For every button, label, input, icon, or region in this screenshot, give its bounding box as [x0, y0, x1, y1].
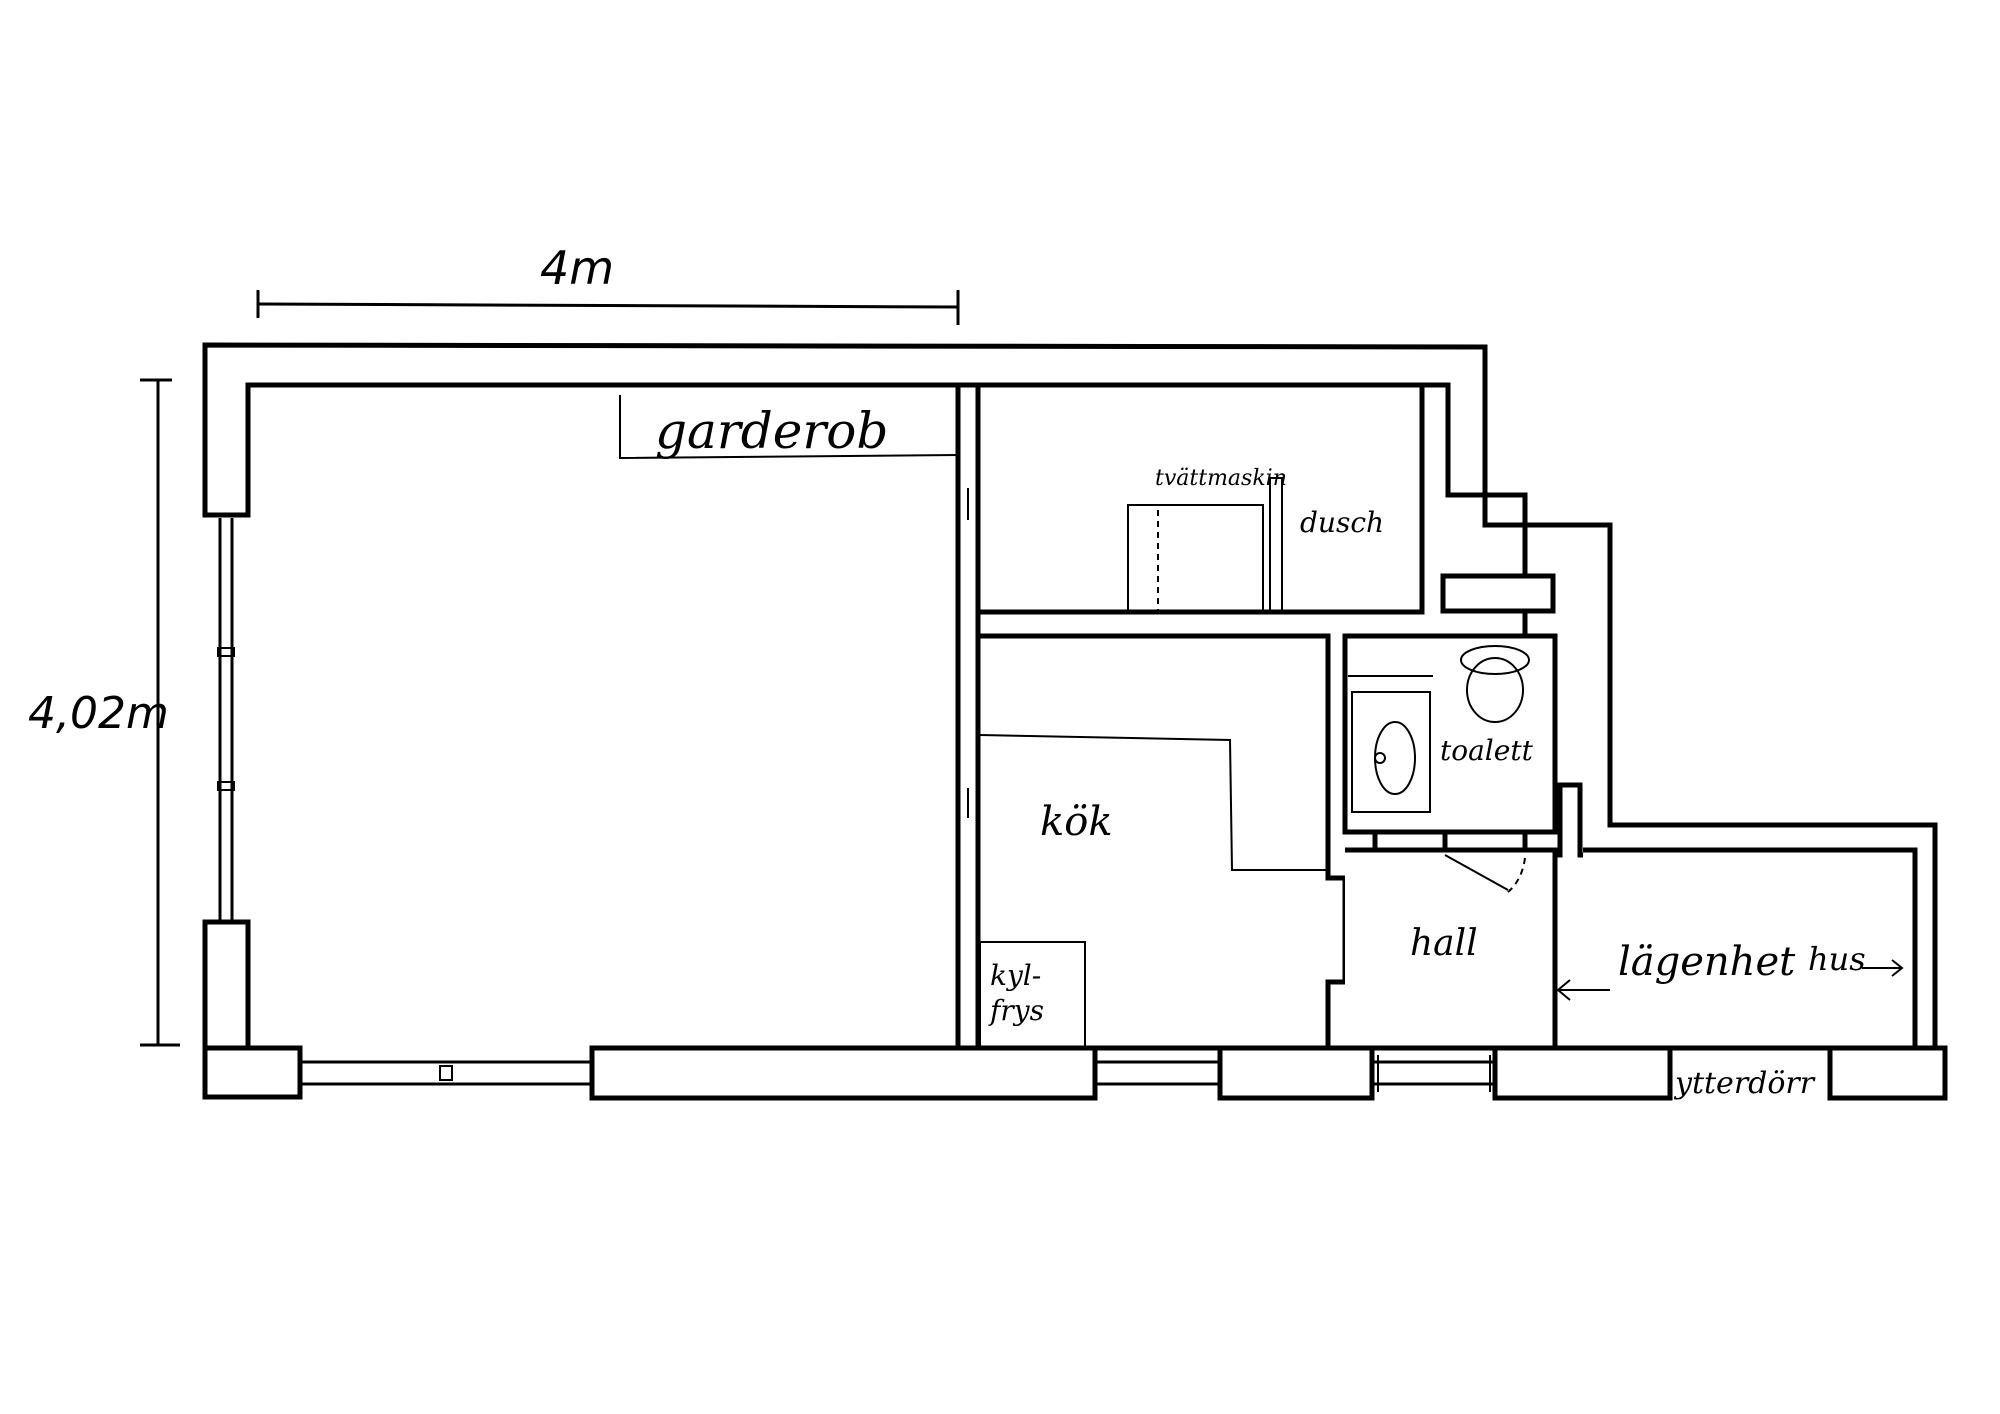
toilet-bowl	[1460, 645, 1530, 723]
washing-machine	[1127, 504, 1264, 613]
shower-label: dusch	[1300, 506, 1384, 539]
washing-machine-label: tvättmaskin	[1155, 466, 1287, 491]
apartment-arrow-icon	[1556, 979, 1610, 1001]
apartment-label: lägenhet	[1618, 939, 1796, 985]
house-label: hus	[1808, 940, 1866, 978]
toilet-label: toalett	[1440, 734, 1534, 767]
doors	[967, 488, 1526, 893]
fridge-label-line1: kyl-	[990, 959, 1041, 992]
sink	[1351, 691, 1431, 813]
bottom-windows	[300, 1055, 1495, 1092]
shower-wall	[1269, 477, 1283, 613]
wardrobe-label: garderob	[655, 402, 888, 460]
height-dimension	[140, 378, 180, 1047]
height-label: 4,02m	[28, 688, 169, 739]
outer-walls	[202, 342, 1948, 1101]
fridge-label-line2: frys	[988, 994, 1044, 1027]
fridge-outline	[979, 941, 1086, 1049]
width-label: 4m	[540, 241, 614, 295]
left-window	[217, 518, 235, 922]
kitchen-label: kök	[1040, 799, 1113, 845]
wardrobe-outline	[619, 395, 959, 460]
hall-label: hall	[1410, 923, 1478, 964]
house-arrow-icon	[1862, 959, 1904, 977]
front-door-label: ytterdörr	[1673, 1066, 1816, 1101]
width-dimension	[256, 290, 960, 325]
kitchen-counter	[979, 734, 1328, 871]
